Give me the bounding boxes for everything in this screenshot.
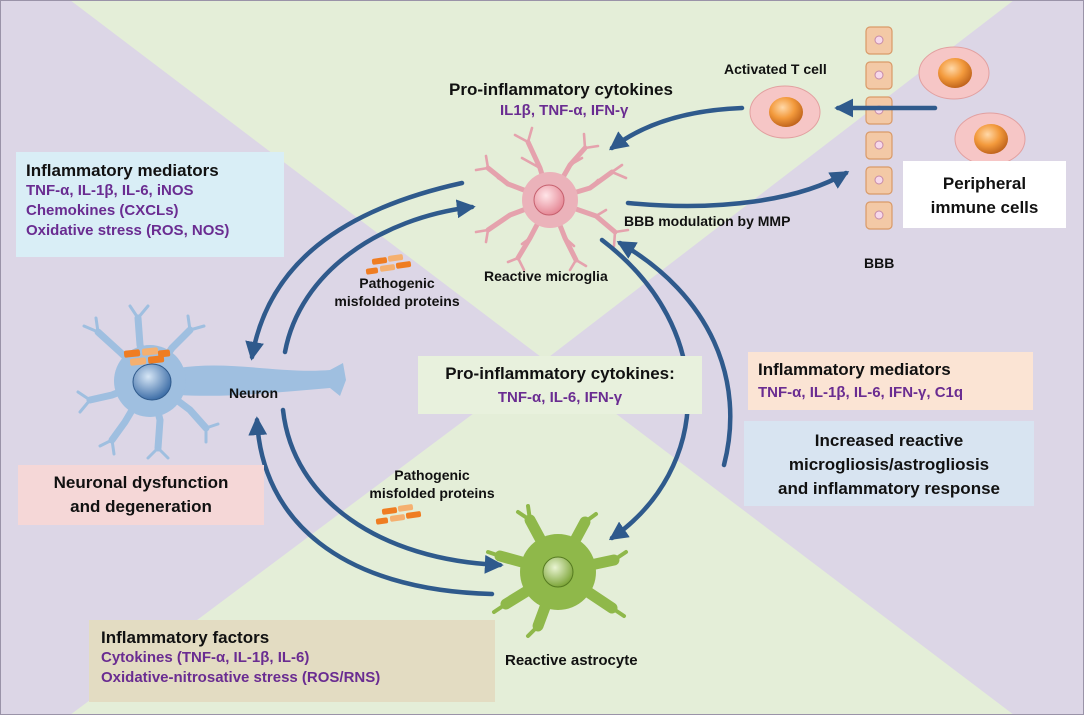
neuron-cell (76, 304, 346, 460)
inflammatory-mediators-left-box: Inflammatory mediators TNF-α, IL-1β, IL-… (16, 152, 284, 257)
center-cytokines-box: Pro-inflammatory cytokines: TNF-α, IL-6,… (418, 356, 702, 414)
bbb-column (865, 26, 893, 230)
misfolded-top-line2: misfolded proteins (334, 293, 460, 309)
neuronal-dysfunction-box: Neuronal dysfunction and degeneration (18, 465, 264, 525)
mediators-left-line: Chemokines (CXCLs) (26, 202, 179, 219)
mediators-right-title: Inflammatory mediators (758, 360, 951, 379)
arrow-neuron-to-astrocyte (280, 407, 504, 574)
inflammatory-factors-box: Inflammatory factors Cytokines (TNF-α, I… (89, 620, 495, 702)
mediators-left-title: Inflammatory mediators (26, 161, 219, 180)
neuronal-line: Neuronal dysfunction (53, 473, 229, 492)
center-cytokines-title: Pro-inflammatory cytokines: (445, 364, 675, 383)
factors-line: Cytokines (TNF-α, IL-1β, IL-6) (101, 649, 310, 666)
arrow-microglia-to-neuron (245, 180, 465, 361)
factors-title: Inflammatory factors (101, 628, 270, 647)
mediators-left-line: TNF-α, IL-1β, IL-6, iNOS (26, 182, 194, 199)
top-cytokines-items: IL1β, TNF-α, IFN-γ (500, 102, 629, 119)
protein-aggregate-icon (365, 254, 412, 275)
center-cytokines-items: TNF-α, IL-6, IFN-γ (497, 389, 623, 406)
inflammatory-mediators-right-box: Inflammatory mediators TNF-α, IL-1β, IL-… (748, 352, 1033, 410)
peripheral-line1: Peripheral (942, 174, 1027, 193)
activated-t-cell (749, 85, 821, 139)
gliosis-box: Increased reactive microgliosis/astrogli… (744, 421, 1034, 506)
arrow-neuron-to-microglia (282, 199, 476, 355)
peripheral-immune-cell (918, 46, 990, 100)
neuronal-line: and degeneration (70, 497, 212, 516)
misfolded-top-line1: Pathogenic (359, 275, 435, 291)
mediators-right-items: TNF-α, IL-1β, IL-6, IFN-γ, C1q (758, 384, 964, 401)
bbb-label: BBB (864, 255, 895, 271)
neuron-label: Neuron (229, 385, 278, 401)
arrow-astrocyte-to-microglia (616, 240, 733, 468)
arrow-astrocyte-to-neuron (248, 416, 495, 597)
microglia-nucleus (533, 184, 565, 216)
gliosis-line: and inflammatory response (777, 479, 1000, 498)
microglia-label: Reactive microglia (484, 268, 608, 284)
misfolded-bottom-label: Pathogenic misfolded proteins (347, 466, 517, 502)
peripheral-immune-box: Peripheral immune cells (903, 161, 1066, 228)
neuron-protein-aggregate (123, 347, 171, 366)
peripheral-line2: immune cells (930, 198, 1039, 217)
factors-line: Oxidative-nitrosative stress (ROS/RNS) (101, 669, 381, 686)
misfolded-bottom-line1: Pathogenic (394, 467, 470, 483)
t-cell-label: Activated T cell (724, 61, 827, 77)
top-cytokines-title: Pro-inflammatory cytokines (449, 80, 673, 99)
misfolded-top-label: Pathogenic misfolded proteins (312, 274, 482, 310)
astrocyte-label: Reactive astrocyte (505, 652, 638, 669)
gliosis-line: Increased reactive (814, 431, 964, 450)
astrocyte-cell (486, 504, 628, 638)
misfolded-bottom-line2: misfolded proteins (369, 485, 495, 501)
peripheral-immune-cell (954, 112, 1026, 166)
protein-aggregate-icon (375, 504, 422, 525)
bbb-modulation-label: BBB modulation by MMP (624, 213, 791, 229)
gliosis-line: microgliosis/astrogliosis (788, 455, 990, 474)
arrow-tcell-to-microglia (608, 105, 745, 151)
mediators-left-line: Oxidative stress (ROS, NOS) (26, 222, 230, 239)
arrow-microglia-to-bbb (625, 170, 850, 209)
